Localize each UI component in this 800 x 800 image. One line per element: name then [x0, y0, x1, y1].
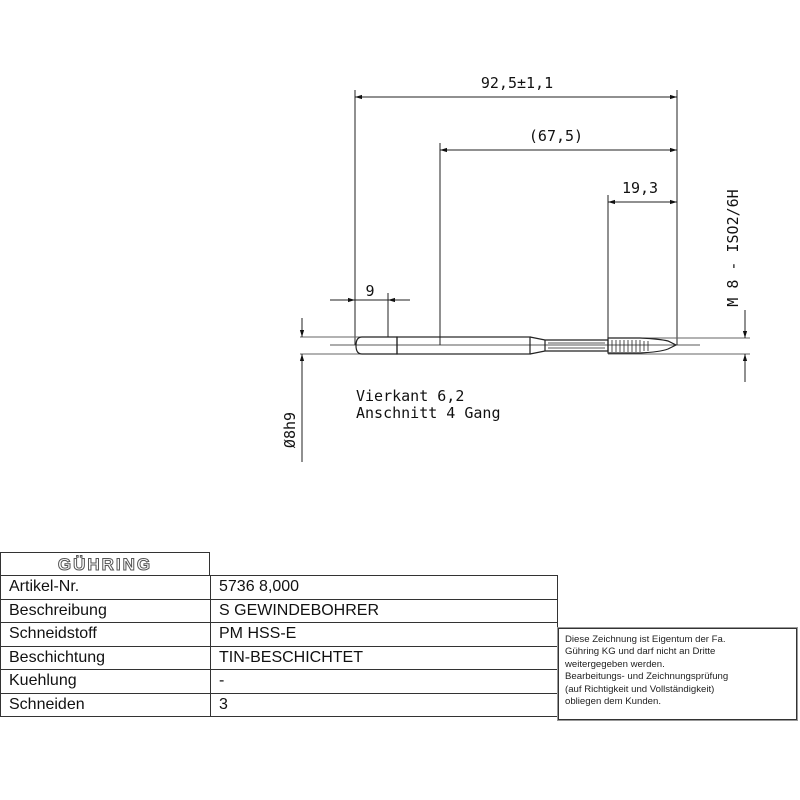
note-square: Vierkant 6,2 [356, 387, 465, 405]
spec-value: 3 [210, 692, 558, 717]
disclaimer-line: Gühring KG und darf nicht an Dritte [565, 646, 716, 658]
spec-value: - [210, 669, 558, 694]
thread-lines [611, 340, 649, 352]
disclaimer-line: Diese Zeichnung ist Eigentum der Fa. [565, 634, 726, 645]
spec-label: Schneidstoff [0, 622, 211, 647]
dim-total-length: 92,5±1,1 [481, 74, 553, 92]
spec-value: PM HSS-E [210, 622, 558, 647]
dim-thread: M 8 - ISO2/6H [724, 189, 742, 306]
dim-square-length: 9 [365, 282, 374, 300]
table-row: Artikel-Nr.5736 8,000 [0, 575, 558, 600]
disclaimer-line: weitergegeben werden. [565, 658, 665, 670]
guehring-logo: GÜHRING [0, 552, 210, 576]
spec-label: Artikel-Nr. [0, 575, 211, 600]
spec-label: Beschreibung [0, 598, 211, 623]
disclaimer-line: obliegen dem Kunden. [565, 696, 662, 708]
dim-shank-diameter: Ø8h9 [281, 412, 299, 448]
spec-label: Kuehlung [0, 669, 211, 694]
ownership-disclaimer: Diese Zeichnung ist Eigentum der Fa. Güh… [558, 628, 797, 720]
drawing-notes: Vierkant 6,2 Anschnitt 4 Gang [356, 388, 501, 422]
disclaimer-line: (auf Richtigkeit und Vollständigkeit) [565, 683, 715, 695]
spec-label: Beschichtung [0, 645, 211, 670]
spec-value: S GEWINDEBOHRER [210, 598, 558, 623]
spec-value: 5736 8,000 [210, 575, 558, 600]
spec-label: Schneiden [0, 692, 211, 717]
disclaimer-line: Bearbeitungs- und Zeichnungsprüfung [565, 671, 729, 683]
dim-thread-to-shank: (67,5) [529, 127, 583, 145]
tap-tool-outline [355, 336, 678, 355]
table-row: Kuehlung- [0, 669, 558, 694]
note-chamfer: Anschnitt 4 Gang [356, 404, 501, 422]
dim-thread-length: 19,3 [622, 179, 658, 197]
spec-value: TIN-BESCHICHTET [210, 645, 558, 670]
